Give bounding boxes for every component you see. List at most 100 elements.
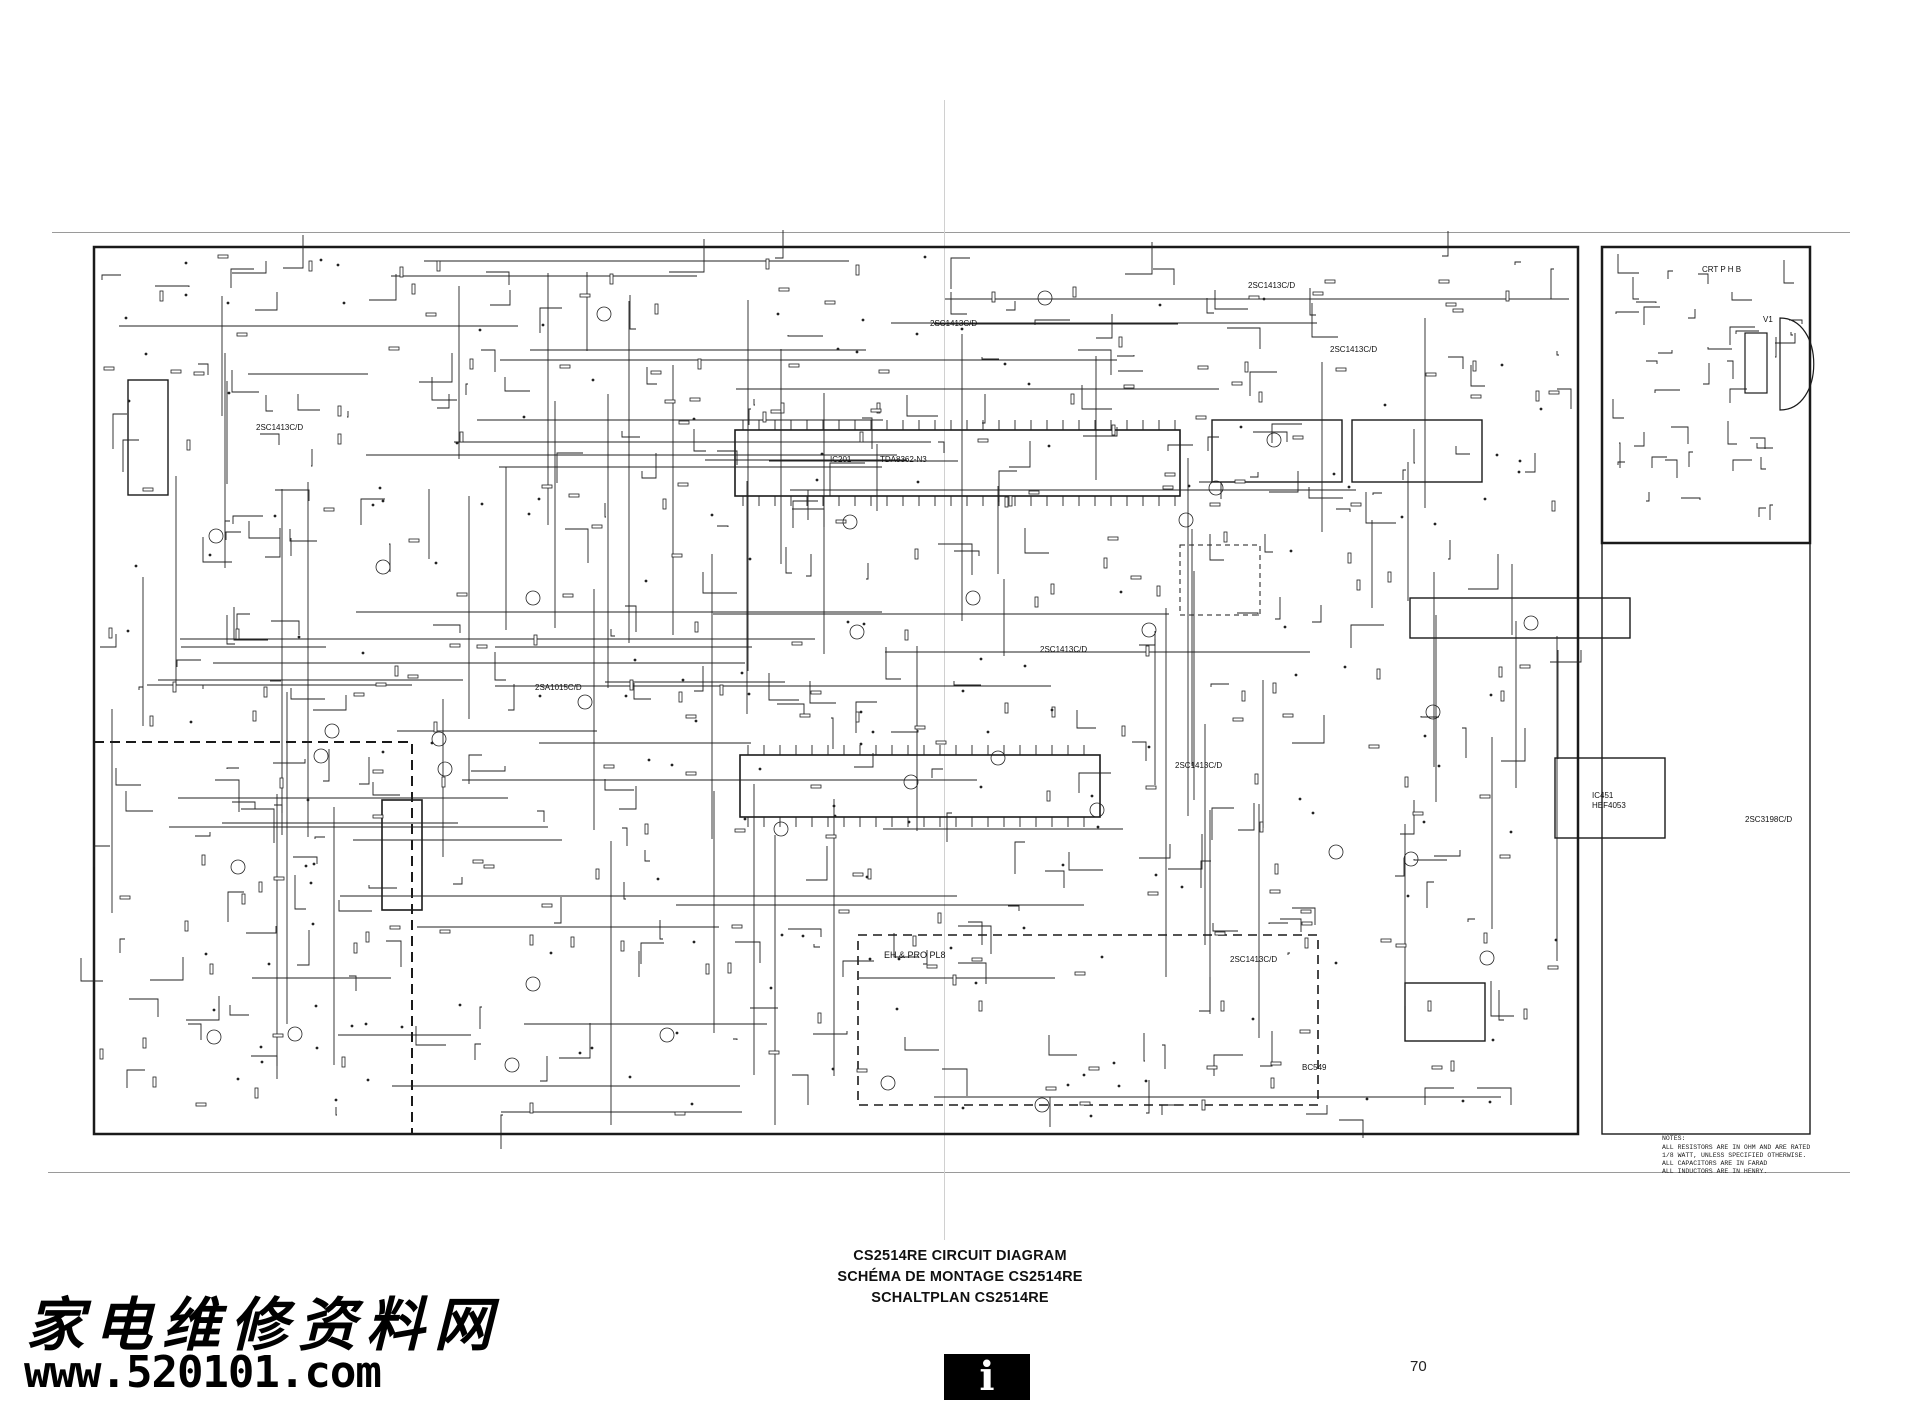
wire-trace [338, 900, 372, 912]
junction-node [522, 415, 526, 419]
wire-trace [539, 307, 562, 333]
wire-trace [733, 1038, 738, 1040]
wire-trace [232, 801, 256, 809]
wire-trace [885, 647, 901, 680]
wire-trace [1477, 1087, 1512, 1105]
wire-trace [347, 411, 349, 418]
junction-node [1187, 484, 1191, 488]
junction-node [144, 352, 148, 356]
transistor-label: 2SC1413C/D [1230, 955, 1277, 964]
junction-node [334, 1098, 338, 1102]
junction-node [862, 622, 866, 626]
component-body [456, 592, 468, 597]
transistor-symbol [965, 590, 981, 606]
wire-trace [1681, 497, 1701, 500]
transistor-label: 2SC1413C/D [1175, 761, 1222, 770]
component-body [978, 1000, 983, 1012]
ic-upper-right-a [1211, 419, 1343, 483]
component-body [1259, 821, 1264, 833]
component-body [436, 260, 441, 272]
transistor-symbol [206, 1029, 222, 1045]
component-body [1412, 811, 1424, 816]
wire-trace [231, 370, 259, 393]
component-body [235, 628, 240, 640]
wire-trace [1009, 441, 1031, 468]
component-body [272, 1033, 284, 1038]
junction-node [590, 1046, 594, 1050]
component-body [394, 665, 399, 677]
wire-trace [1550, 268, 1554, 299]
wire-trace [785, 547, 792, 574]
component-body [1195, 415, 1207, 420]
junction-node [815, 478, 819, 482]
transistor-symbol [1037, 290, 1053, 306]
junction-node [871, 730, 875, 734]
junction-node [974, 981, 978, 985]
transistor-symbol [849, 624, 865, 640]
junction-node [1027, 382, 1031, 386]
junction-node [692, 940, 696, 944]
component-body [559, 364, 571, 369]
component-body [273, 876, 285, 881]
component-body [1356, 579, 1361, 591]
page-number: 70 [1410, 1358, 1427, 1375]
transistor-symbol [1178, 512, 1194, 528]
component-body [337, 433, 342, 445]
transistor-symbol [437, 761, 453, 777]
wire-trace [1211, 807, 1234, 840]
transistor-symbol [1425, 704, 1441, 720]
wire-trace [968, 921, 983, 945]
watermark-url: www.520101.com [24, 1347, 382, 1398]
transistor-symbol [773, 821, 789, 837]
junction-node [1517, 470, 1521, 474]
wire-trace [831, 717, 834, 749]
wire-trace [1006, 301, 1016, 311]
component-body [731, 924, 743, 929]
junction-node [915, 332, 919, 336]
component-body [654, 303, 659, 315]
wire-trace [186, 996, 220, 1021]
component-body [1270, 1077, 1275, 1089]
wire-trace [453, 877, 463, 885]
wire-trace [229, 1005, 249, 1016]
component-body [1231, 381, 1243, 386]
component-body [991, 291, 996, 303]
component-body [678, 420, 690, 425]
crt-block-label: CRT P H B [1702, 265, 1741, 274]
junction-node [1112, 1061, 1116, 1065]
wire-trace [950, 292, 967, 315]
wire-trace [1312, 605, 1322, 623]
component-body [1427, 1000, 1432, 1012]
wire-trace [693, 429, 706, 452]
wire-trace [1139, 844, 1171, 859]
component-body [671, 553, 683, 558]
component-body [459, 431, 464, 443]
component-body [937, 912, 942, 924]
wire-trace [1426, 881, 1434, 908]
component-body [1498, 666, 1503, 678]
junction-node [1365, 1097, 1369, 1101]
wire-trace [954, 550, 980, 556]
component-body [705, 963, 710, 975]
component-body [867, 868, 872, 880]
junction-node [1047, 444, 1051, 448]
component-body [835, 519, 847, 524]
wire-trace [1467, 918, 1475, 922]
junction-node [1003, 362, 1007, 366]
wire-trace [125, 791, 153, 812]
junction-node [758, 767, 762, 771]
junction-node [836, 347, 840, 351]
junction-node [1239, 425, 1243, 429]
junction-node [1539, 407, 1543, 411]
component-body [1292, 435, 1304, 440]
wire-trace [271, 620, 300, 635]
component-body [195, 1102, 207, 1107]
wire-trace [792, 500, 818, 528]
component-body [1299, 1029, 1311, 1034]
wire-trace [1210, 683, 1229, 687]
junction-node [692, 417, 696, 421]
junction-node [208, 553, 212, 557]
component-body [1270, 1061, 1282, 1066]
component-body [768, 1050, 780, 1055]
wire-trace [953, 681, 981, 686]
